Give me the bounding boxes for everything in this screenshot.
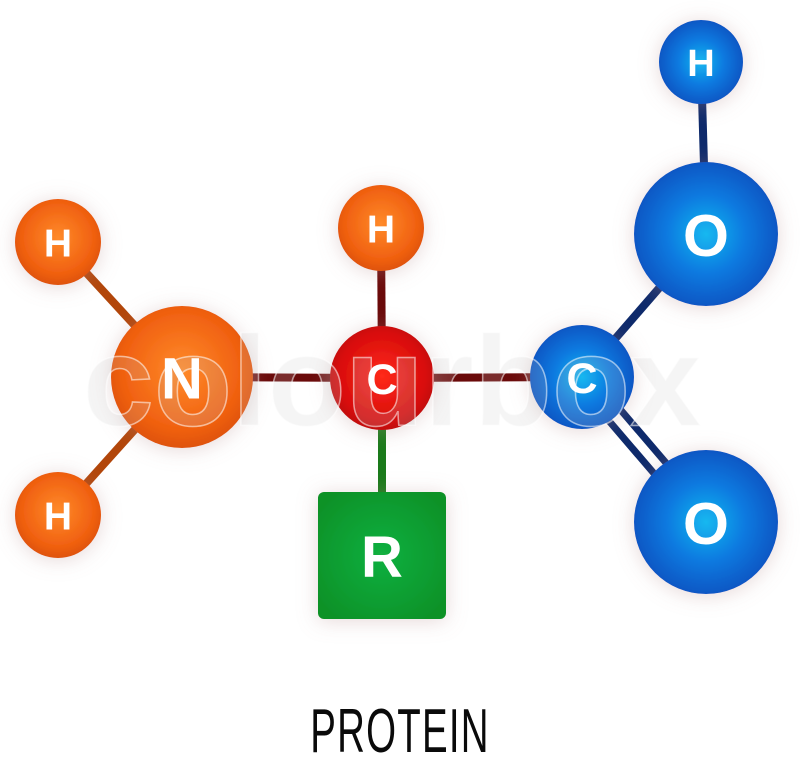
atoms-layer [15, 20, 778, 619]
r-group-box [318, 492, 446, 619]
atom-h-bottom-left [15, 472, 101, 558]
atom-c-carboxyl [530, 325, 634, 429]
atom-o-hydroxyl [634, 162, 778, 306]
atom-o-carbonyl [634, 450, 778, 594]
atom-label-h-alpha: H [367, 209, 395, 252]
watermark: colourbox [82, 310, 702, 455]
atom-label-n: N [161, 347, 203, 412]
watermark-text: colourbox [83, 311, 702, 454]
atom-h-hydroxyl [659, 20, 743, 104]
atom-label-c-carboxyl: C [566, 355, 597, 403]
atom-label-h-hydroxyl: H [687, 43, 714, 85]
atom-h-alpha [338, 185, 424, 271]
r-group-label: R [361, 525, 403, 590]
atom-label-o-carbonyl: O [683, 491, 729, 557]
atom-label-h-top-left: H [44, 223, 72, 266]
atom-c-alpha [330, 326, 434, 430]
atom-label-c-alpha: C [366, 356, 397, 404]
atom-n [111, 306, 253, 448]
diagram-title: PROTEIN [310, 697, 490, 766]
atom-label-h-bottom-left: H [44, 496, 72, 539]
bonds-layer [55, 61, 715, 556]
atom-h-top-left [15, 199, 101, 285]
atom-label-o-hydroxyl: O [683, 203, 729, 269]
labels-layer: R H H N H C C O H O [44, 43, 729, 590]
